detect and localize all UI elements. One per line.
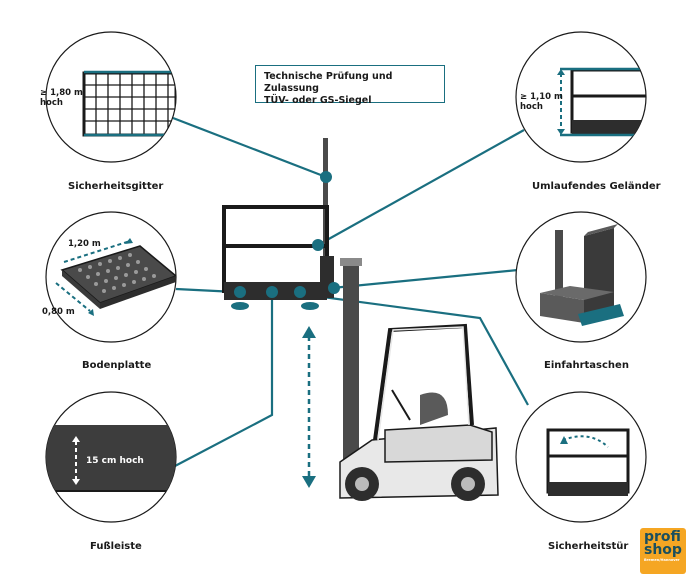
gitter-dim-line1: ≥ 1,80 m <box>40 88 83 98</box>
circle-fussleiste <box>45 391 177 523</box>
profishop-logo: profi shop Bremen/Hannover <box>640 528 686 574</box>
fussleiste-dimension: 15 cm hoch <box>86 456 144 466</box>
circle-sicherheitsgitter <box>45 31 177 163</box>
logo-line2: shop <box>644 542 682 559</box>
gelaender-dim-line2: hoch <box>520 101 543 112</box>
certification-callout: Technische Prüfung und Zulassung TÜV- od… <box>255 65 445 106</box>
label-sicherheitsgitter: Sicherheitsgitter <box>68 181 164 192</box>
label-gelaender: Umlaufendes Geländer <box>532 181 661 192</box>
label-einfahrtaschen: Einfahrtaschen <box>544 360 629 371</box>
certification-line2: TÜV- oder GS-Siegel <box>264 94 372 106</box>
gitter-dim-line2: hoch <box>40 97 63 108</box>
logo-tagline: Bremen/Hannover <box>644 557 680 562</box>
gelaender-dimension: ≥ 1,10 m hoch <box>520 92 563 113</box>
label-sicherheitstuer: Sicherheitstür <box>548 541 629 552</box>
label-fussleiste: Fußleiste <box>90 541 142 552</box>
circle-einfahrtaschen <box>515 211 647 343</box>
bodenplatte-width: 1,20 m <box>68 239 101 249</box>
gelaender-dim-line1: ≥ 1,10 m <box>520 92 563 102</box>
certification-line1: Technische Prüfung und Zulassung <box>264 71 393 94</box>
logo-line1: profi <box>644 529 681 545</box>
label-bodenplatte: Bodenplatte <box>82 360 152 371</box>
circle-sicherheitstuer <box>515 391 647 523</box>
bodenplatte-depth: 0,80 m <box>42 307 75 317</box>
circle-bodenplatte <box>45 211 177 343</box>
forklift-illustration <box>222 138 499 501</box>
connector-lines <box>172 116 529 467</box>
connector-dots <box>234 171 340 298</box>
gitter-dimension: ≥ 1,80 m hoch <box>40 88 83 109</box>
